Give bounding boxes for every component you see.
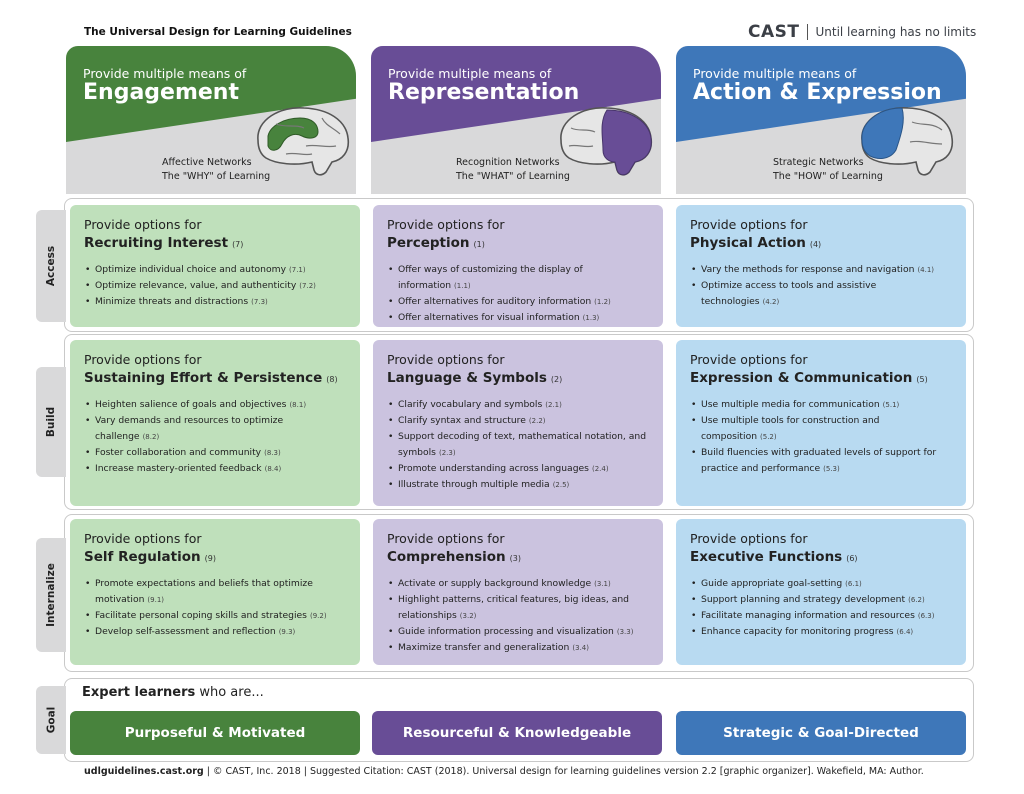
guideline-list: Use multiple media for communication(5.1…: [690, 397, 954, 477]
list-item: Activate or supply background knowledge(…: [387, 576, 651, 592]
list-item: Guide appropriate goal-setting(6.1): [690, 576, 954, 592]
list-item: Minimize threats and distractions(7.3): [84, 294, 348, 310]
cell-language-symbols: Provide options for Language & Symbols(2…: [373, 340, 663, 506]
cell-executive-functions: Provide options for Executive Functions(…: [676, 519, 966, 665]
list-item: Optimize access to tools and assistive t…: [690, 278, 954, 310]
guideline-list: Offer ways of customizing the display of…: [387, 262, 651, 326]
row-tab-internalize: Internalize: [36, 538, 66, 652]
guideline-list: Activate or supply background knowledge(…: [387, 576, 651, 656]
cell-perception: Provide options for Perception(1) Offer …: [373, 205, 663, 327]
list-item: Support planning and strategy developmen…: [690, 592, 954, 608]
header-title: Engagement: [83, 80, 239, 105]
list-item: Facilitate personal coping skills and st…: [84, 608, 348, 624]
list-item: Maximize transfer and generalization(3.4…: [387, 640, 651, 656]
brand: CAST Until learning has no limits: [748, 22, 976, 42]
brand-divider: [807, 24, 809, 40]
row-tab-build: Build: [36, 367, 66, 477]
brain-icon: [560, 107, 653, 176]
guideline-list: Vary the methods for response and naviga…: [690, 262, 954, 310]
list-item: Clarify syntax and structure(2.2): [387, 413, 651, 429]
list-item: Offer ways of customizing the display of…: [387, 262, 651, 294]
footer-site-link[interactable]: udlguidelines.cast.org: [84, 766, 204, 777]
cell-expression-communication: Provide options for Expression & Communi…: [676, 340, 966, 506]
list-item: Offer alternatives for auditory informat…: [387, 294, 651, 310]
cell-comprehension: Provide options for Comprehension(3) Act…: [373, 519, 663, 665]
cell-recruiting-interest: Provide options for Recruiting Interest(…: [70, 205, 360, 327]
list-item: Vary the methods for response and naviga…: [690, 262, 954, 278]
goal-purposeful: Purposeful & Motivated: [70, 711, 360, 755]
list-item: Enhance capacity for monitoring progress…: [690, 624, 954, 640]
guideline-list: Promote expectations and beliefs that op…: [84, 576, 348, 640]
list-item: Use multiple media for communication(5.1…: [690, 397, 954, 413]
list-item: Heighten salience of goals and objective…: [84, 397, 348, 413]
header-pretitle: Provide multiple means of: [388, 66, 552, 81]
brain-icon: [861, 107, 954, 176]
list-item: Support decoding of text, mathematical n…: [387, 429, 651, 461]
list-item: Optimize individual choice and autonomy(…: [84, 262, 348, 278]
list-item: Optimize relevance, value, and authentic…: [84, 278, 348, 294]
header-title: Action & Expression: [693, 80, 942, 105]
list-item: Highlight patterns, critical features, b…: [387, 592, 651, 624]
guideline-list: Clarify vocabulary and symbols(2.1) Clar…: [387, 397, 651, 493]
goal-strategic: Strategic & Goal-Directed: [676, 711, 966, 755]
brand-logo: CAST: [748, 22, 800, 42]
cell-sustaining-effort: Provide options for Sustaining Effort & …: [70, 340, 360, 506]
header-card-engagement: Provide multiple means of Engagement Aff…: [66, 46, 356, 194]
list-item: Promote understanding across languages(2…: [387, 461, 651, 477]
list-item: Develop self-assessment and reflection(9…: [84, 624, 348, 640]
list-item: Clarify vocabulary and symbols(2.1): [387, 397, 651, 413]
guideline-list: Optimize individual choice and autonomy(…: [84, 262, 348, 310]
goal-lead: Expert learners who are...: [82, 685, 264, 700]
page-title: The Universal Design for Learning Guidel…: [84, 26, 352, 38]
guideline-list: Heighten salience of goals and objective…: [84, 397, 348, 477]
cell-self-regulation: Provide options for Self Regulation(9) P…: [70, 519, 360, 665]
cell-physical-action: Provide options for Physical Action(4) V…: [676, 205, 966, 327]
row-tab-goal: Goal: [36, 686, 66, 754]
header-title: Representation: [388, 80, 580, 105]
brand-tagline: Until learning has no limits: [815, 25, 977, 39]
list-item: Facilitate managing information and reso…: [690, 608, 954, 624]
list-item: Offer alternatives for visual informatio…: [387, 310, 651, 326]
guideline-list: Guide appropriate goal-setting(6.1) Supp…: [690, 576, 954, 640]
header-card-representation: Provide multiple means of Representation…: [371, 46, 661, 194]
footer-citation: udlguidelines.cast.org | © CAST, Inc. 20…: [84, 766, 924, 777]
list-item: Build fluencies with graduated levels of…: [690, 445, 954, 477]
network-label: Recognition Networks The "WHAT" of Learn…: [456, 157, 570, 182]
network-label: Affective Networks The "WHY" of Learning: [162, 157, 271, 182]
brain-icon: [257, 107, 350, 176]
goal-resourceful: Resourceful & Knowledgeable: [372, 711, 662, 755]
network-label: Strategic Networks The "HOW" of Learning: [773, 157, 883, 182]
header-pretitle: Provide multiple means of: [83, 66, 247, 81]
row-tab-access: Access: [36, 210, 66, 322]
list-item: Use multiple tools for construction and …: [690, 413, 954, 445]
header-pretitle: Provide multiple means of: [693, 66, 857, 81]
list-item: Vary demands and resources to optimize c…: [84, 413, 348, 445]
list-item: Guide information processing and visuali…: [387, 624, 651, 640]
header-card-action-expression: Provide multiple means of Action & Expre…: [676, 46, 966, 194]
list-item: Promote expectations and beliefs that op…: [84, 576, 348, 608]
list-item: Illustrate through multiple media(2.5): [387, 477, 651, 493]
list-item: Foster collaboration and community(8.3): [84, 445, 348, 461]
list-item: Increase mastery-oriented feedback(8.4): [84, 461, 348, 477]
